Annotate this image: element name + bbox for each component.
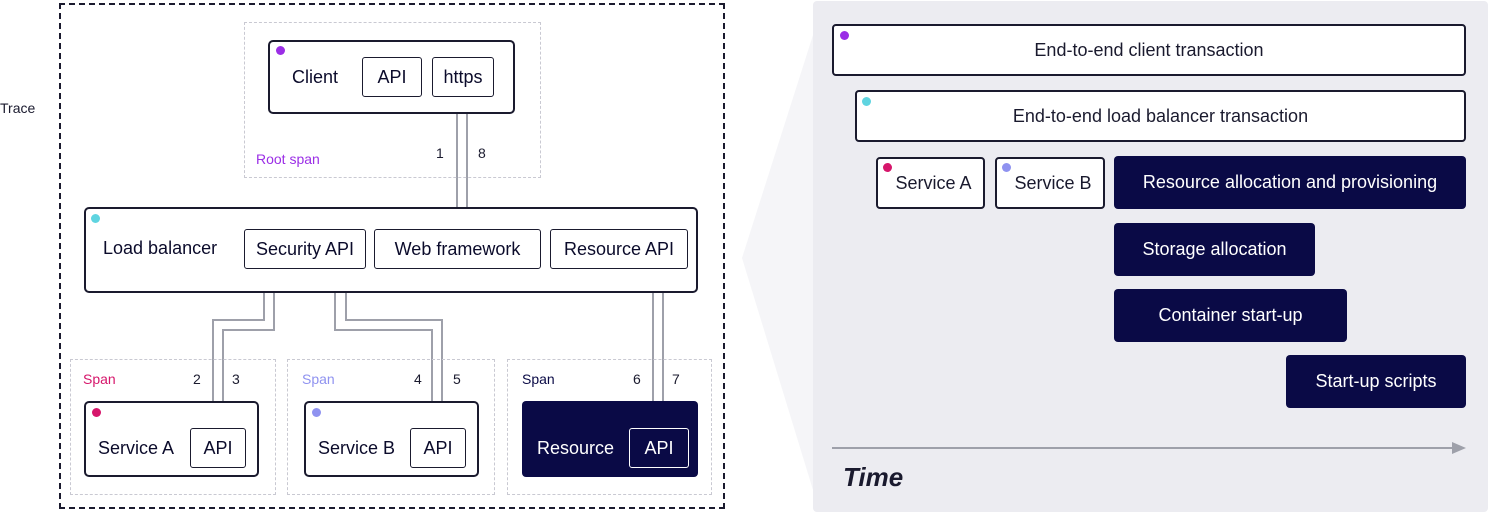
timeline-bar-startup-scripts: Start-up scripts	[1286, 355, 1466, 408]
load-balancer-dot	[91, 214, 100, 223]
service-b-span-label: Span	[302, 371, 335, 387]
service-a-api-box: API	[190, 428, 246, 468]
client-https-box: https	[432, 57, 494, 97]
service-a-label: Service A	[98, 438, 175, 458]
service-b-span-group	[287, 359, 495, 495]
time-axis-label: Time	[843, 462, 904, 492]
step-4-number: 4	[414, 371, 422, 387]
arrow-step-4	[334, 268, 437, 430]
callout-wedge	[742, 35, 813, 490]
service-b-api-box: API	[410, 428, 466, 468]
resource-span-group	[507, 359, 712, 495]
timeline-service-b-dot	[1002, 163, 1011, 172]
security-api-box: Security API	[244, 229, 366, 269]
arrow-step-2	[208, 268, 265, 430]
resource-api-box: Resource API	[550, 229, 688, 269]
timeline-bar-lb-transaction: End-to-end load balancer transaction	[855, 90, 1466, 142]
step-3-number: 3	[232, 371, 240, 387]
timeline-bar-client-transaction: End-to-end client transaction	[832, 24, 1466, 76]
step-7-number: 7	[672, 371, 680, 387]
timeline-bar-container-startup: Container start-up	[1114, 289, 1347, 342]
resource-span-label: Span	[522, 371, 555, 387]
client-label: Client	[292, 67, 339, 87]
arrow-step-3	[222, 270, 279, 428]
load-balancer-label: Load balancer	[103, 238, 218, 258]
service-b-dot	[312, 408, 321, 417]
service-b-label: Service B	[318, 438, 396, 458]
service-a-span-label: Span	[83, 371, 116, 387]
timeline-client-dot	[840, 31, 849, 40]
resource-api-inner-box: API	[629, 428, 689, 468]
client-api-box: API	[362, 57, 422, 97]
client-dot	[276, 46, 285, 55]
trace-label: Trace	[0, 100, 36, 116]
timeline-bar-resource-allocation: Resource allocation and provisioning	[1114, 156, 1466, 209]
web-framework-box: Web framework	[374, 229, 541, 269]
timeline-lb-dot	[862, 97, 871, 106]
step-5-number: 5	[453, 371, 461, 387]
timeline-bar-storage-allocation: Storage allocation	[1114, 223, 1315, 276]
root-span-group	[244, 22, 541, 178]
root-span-label: Root span	[256, 151, 320, 167]
service-a-span-group	[70, 359, 276, 495]
step-1-number: 1	[436, 145, 444, 161]
step-2-number: 2	[193, 371, 201, 387]
step-8-number: 8	[478, 145, 486, 161]
step-6-number: 6	[633, 371, 641, 387]
time-axis-arrow	[832, 442, 1466, 454]
timeline-bar-service-a: Service A	[876, 157, 985, 209]
timeline-service-a-dot	[883, 163, 892, 172]
arrow-step-5	[341, 270, 443, 428]
service-a-dot	[92, 408, 101, 417]
trace-container	[59, 3, 725, 509]
resource-label: Resource	[537, 438, 615, 458]
resource-box	[522, 401, 698, 477]
timeline-bar-service-b: Service B	[995, 157, 1105, 209]
